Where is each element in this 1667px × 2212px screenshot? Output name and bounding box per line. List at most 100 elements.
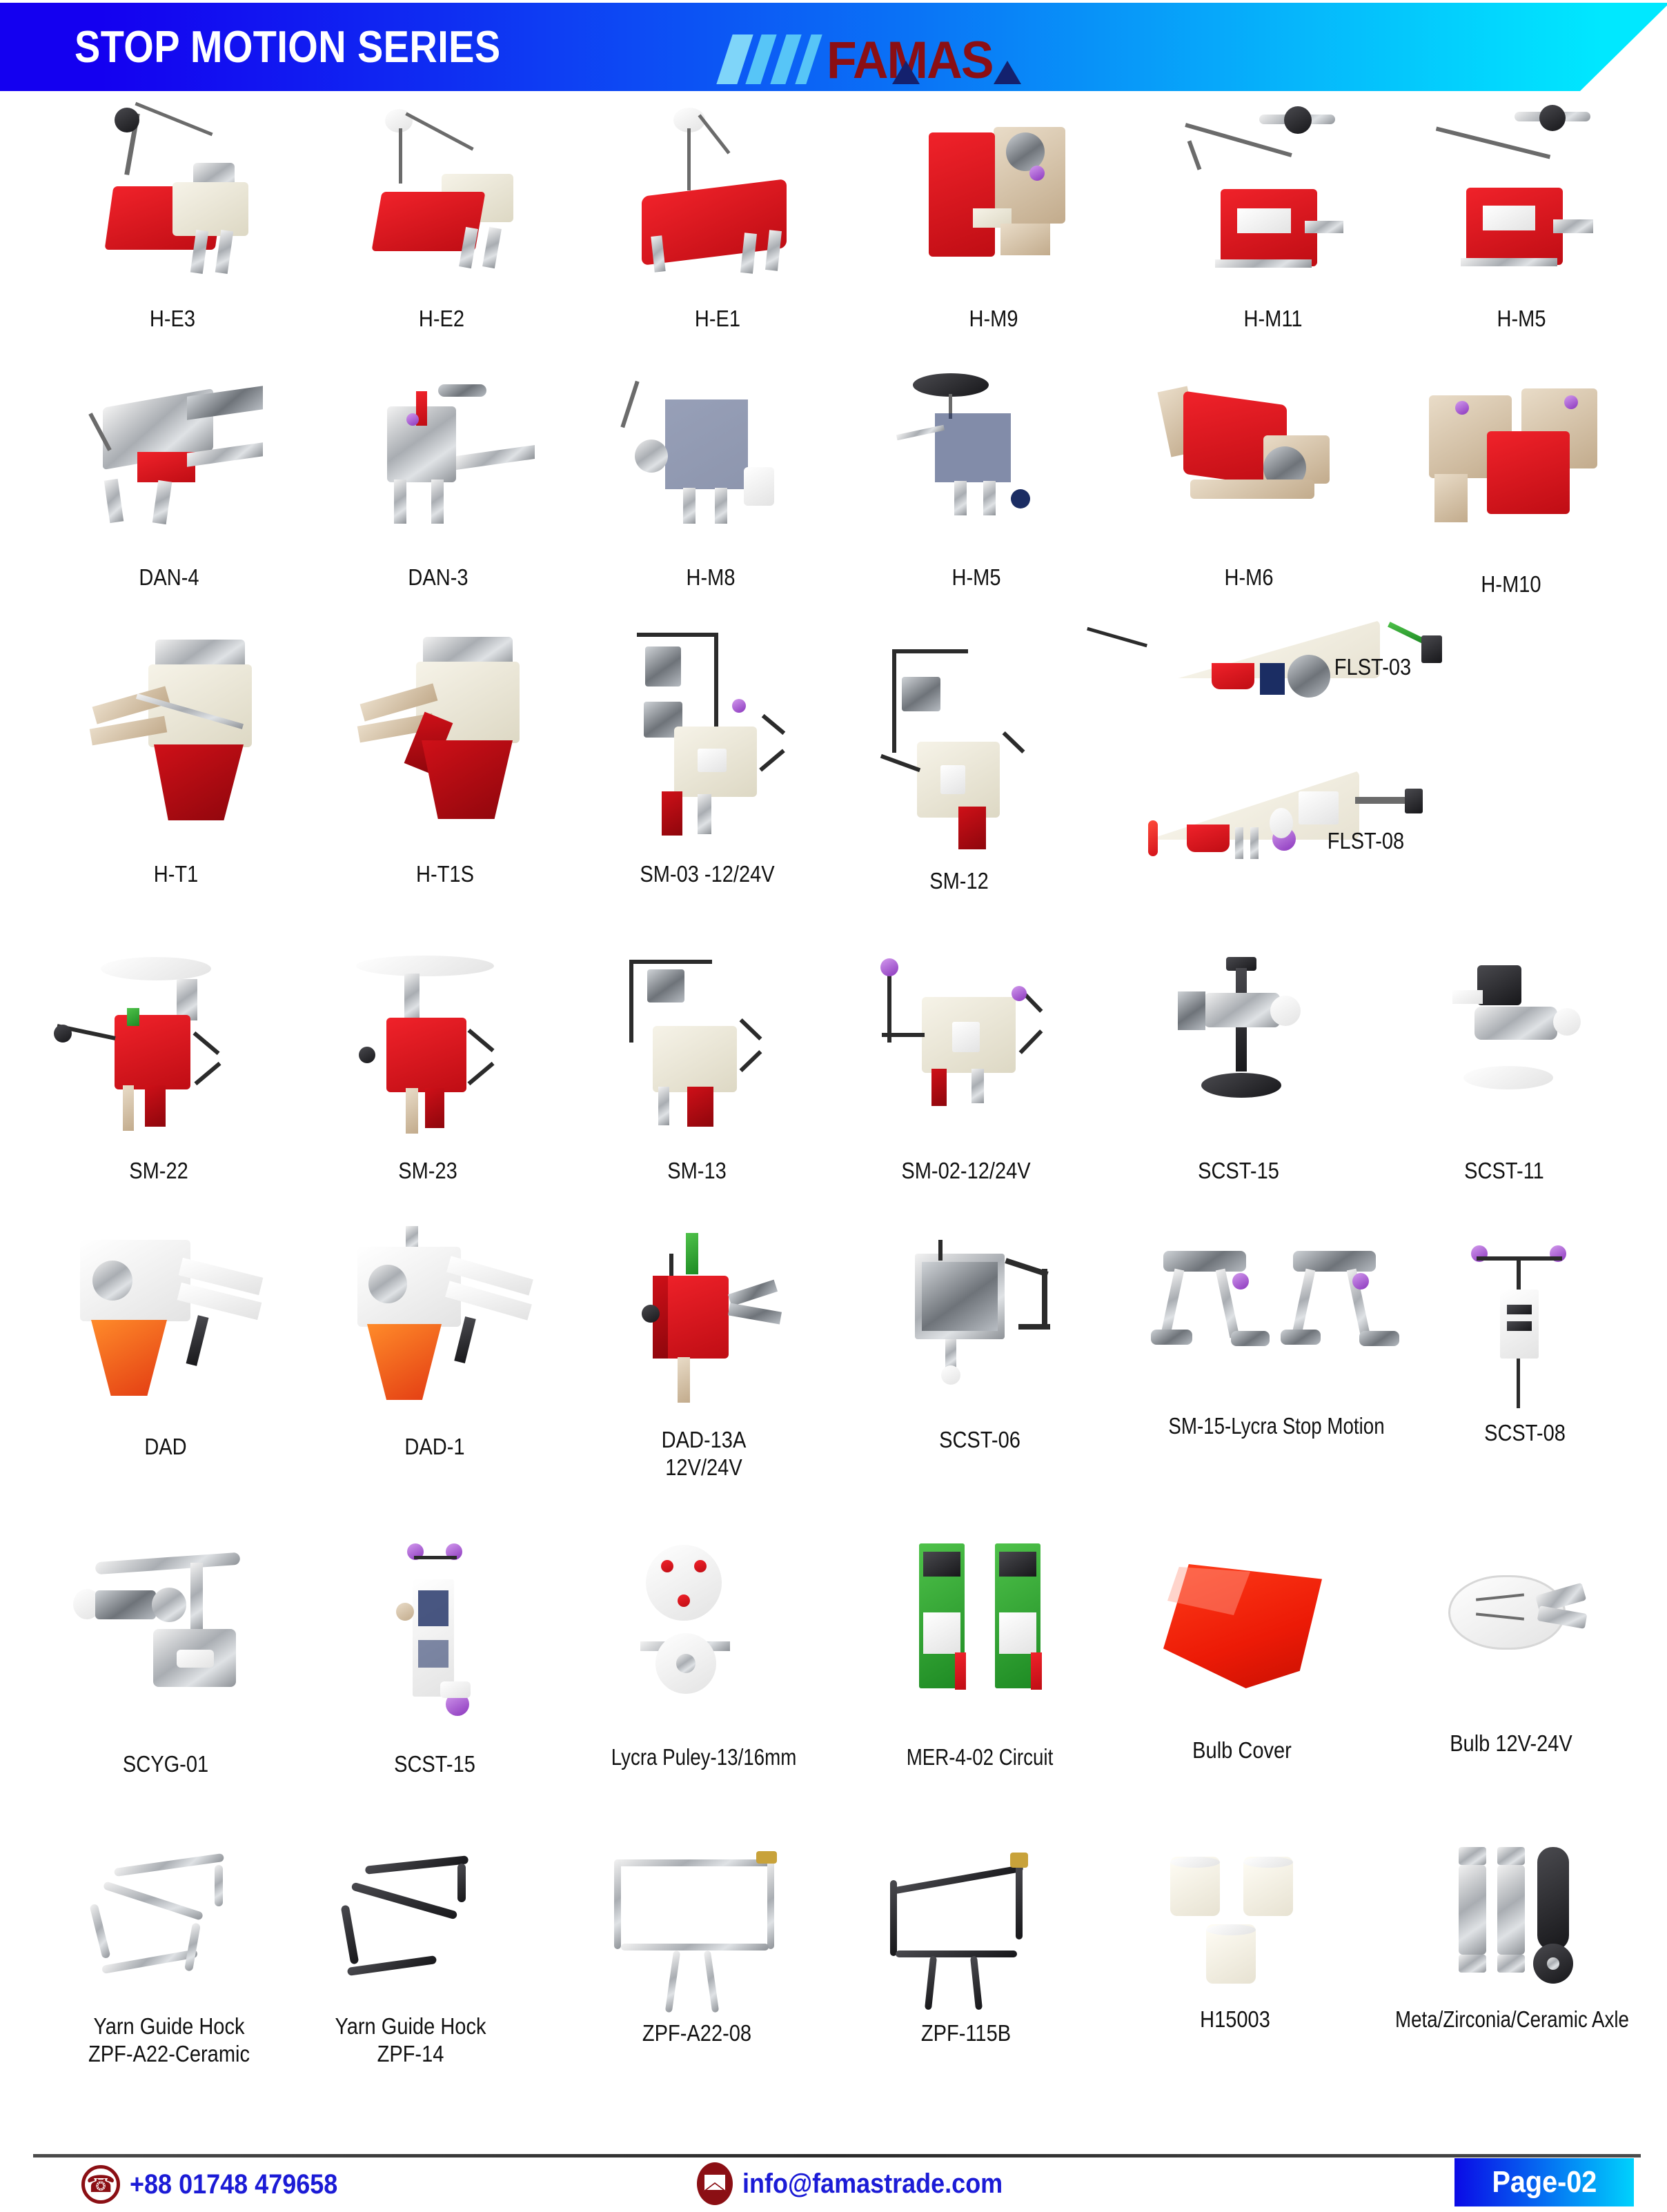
- product-cell[interactable]: H-E2: [338, 105, 545, 333]
- product-cell[interactable]: SM-12: [842, 640, 1076, 895]
- product-cell[interactable]: H-T1: [62, 633, 290, 888]
- product-cell[interactable]: DAD: [48, 1233, 283, 1461]
- product-label: H-T1S: [416, 861, 474, 887]
- famas-logo: FAMAS: [716, 28, 1090, 90]
- product-cell[interactable]: DAD-13A 12V/24V: [586, 1233, 821, 1482]
- product-label: SCST-11: [1464, 1158, 1544, 1183]
- product-label: Meta/Zirconia/Ceramic Axle: [1395, 2006, 1629, 2032]
- product-cell[interactable]: SM-13: [580, 950, 814, 1185]
- logo-triangle-icon: [892, 61, 920, 84]
- product-cell[interactable]: ZPF-A22-08: [573, 1847, 821, 2047]
- product-label: Yarn Guide Hock ZPF-14: [335, 2013, 486, 2067]
- product-label: FLST-03: [1334, 654, 1412, 680]
- product-cell[interactable]: FLST-03: [1076, 612, 1463, 709]
- product-label: H-M6: [1224, 564, 1274, 590]
- product-label: DAD: [144, 1434, 187, 1459]
- product-label: SM-22: [129, 1158, 188, 1183]
- product-cell[interactable]: SM-22: [41, 950, 276, 1185]
- product-label: Lycra Puley-13/16mm: [611, 1744, 797, 1770]
- product-label: SM-15-Lycra Stop Motion: [1168, 1413, 1385, 1439]
- product-label: DAN-3: [408, 564, 468, 590]
- product-row: SCYG-01 SCST-15: [0, 1523, 1667, 1826]
- product-label: H-E2: [418, 306, 465, 331]
- product-cell[interactable]: SCYG-01: [48, 1543, 283, 1778]
- product-cell[interactable]: H-M8: [593, 364, 828, 591]
- product-cell[interactable]: DAN-4: [55, 364, 283, 591]
- product-cell[interactable]: ZPF-115B: [849, 1847, 1083, 2047]
- product-cell[interactable]: H-M9: [890, 105, 1097, 333]
- product-cell[interactable]: H-M5: [862, 364, 1090, 591]
- product-cell[interactable]: H-M10: [1394, 371, 1628, 598]
- footer-email[interactable]: info@famastrade.com: [697, 2162, 1032, 2205]
- product-cell[interactable]: SCST-15: [317, 1537, 552, 1778]
- product-label: SCST-06: [939, 1427, 1020, 1452]
- product-cell[interactable]: H-T1S: [331, 633, 559, 888]
- product-cell[interactable]: SM-03 -12/24V: [583, 626, 831, 888]
- product-cell[interactable]: H-E1: [607, 105, 828, 333]
- product-cell[interactable]: H15003: [1118, 1847, 1352, 2033]
- product-label: ZPF-115B: [920, 2020, 1012, 2046]
- product-row: DAN-4 DAN-3 H-: [0, 350, 1667, 626]
- product-label: SM-13: [667, 1158, 727, 1183]
- product-cell[interactable]: Bulb 12V-24V: [1394, 1530, 1628, 1757]
- product-cell[interactable]: H-M6: [1132, 364, 1366, 591]
- product-cell[interactable]: DAD-1: [317, 1226, 552, 1461]
- product-cell[interactable]: DAN-3: [324, 364, 552, 591]
- product-cell[interactable]: FLST-08: [1076, 764, 1463, 888]
- header-banner: [0, 3, 1667, 91]
- product-cell[interactable]: H-E3: [69, 101, 276, 333]
- product-cell[interactable]: SCST-08: [1421, 1233, 1628, 1447]
- email-address: info@famastrade.com: [742, 2168, 1003, 2199]
- product-cell[interactable]: H-M5: [1408, 105, 1635, 333]
- product-cell[interactable]: SM-02-12/24V: [849, 950, 1083, 1185]
- product-cell[interactable]: SM-15-Lycra Stop Motion: [1132, 1233, 1421, 1440]
- product-label: MER-4-02 Circuit: [906, 1744, 1054, 1770]
- product-grid: H-E3 H-E2 H-E1: [0, 101, 1667, 2116]
- product-row: Yarn Guide Hock ZPF-A22-Ceramic Yarn Gui…: [0, 1826, 1667, 2116]
- product-label: SCST-15: [1198, 1158, 1279, 1183]
- product-label: H-M5: [951, 564, 1001, 590]
- product-label: DAN-4: [139, 564, 199, 590]
- product-label: SCYG-01: [122, 1751, 209, 1777]
- product-cell[interactable]: Meta/Zirconia/Ceramic Axle: [1373, 1840, 1649, 2033]
- product-label: SM-23: [398, 1158, 457, 1183]
- product-cell[interactable]: Bulb Cover: [1125, 1537, 1359, 1764]
- product-label: H-E1: [694, 306, 741, 331]
- product-label: H-T1: [153, 861, 199, 887]
- footer-divider: [33, 2154, 1641, 2157]
- product-cell[interactable]: SCST-06: [862, 1233, 1097, 1454]
- product-row: DAD DAD-1: [0, 1219, 1667, 1523]
- page-title: STOP MOTION SERIES: [75, 21, 501, 72]
- product-cell[interactable]: SCST-15: [1125, 950, 1352, 1185]
- product-cell[interactable]: H-M11: [1159, 105, 1387, 333]
- product-label: Bulb 12V-24V: [1450, 1730, 1572, 1756]
- mail-icon: [697, 2162, 733, 2205]
- logo-stripes-icon: [716, 34, 822, 84]
- product-label: FLST-08: [1327, 828, 1405, 853]
- product-label: Yarn Guide Hock ZPF-A22-Ceramic: [88, 2013, 250, 2067]
- page-number: Page-02: [1492, 2165, 1597, 2199]
- footer-phone[interactable]: +88 01748 479658: [81, 2165, 361, 2204]
- product-label: Bulb Cover: [1192, 1737, 1292, 1763]
- product-label: H-M9: [969, 306, 1018, 331]
- product-row: SM-22 SM-23: [0, 950, 1667, 1219]
- product-cell[interactable]: Yarn Guide Hock ZPF-A22-Ceramic: [55, 1853, 283, 2068]
- page-footer: +88 01748 479658 info@famastrade.com Pag…: [0, 2154, 1667, 2212]
- page-header: STOP MOTION SERIES FAMAS: [0, 0, 1667, 105]
- phone-icon: [81, 2165, 120, 2204]
- product-row: H-T1 H-T1S: [0, 620, 1667, 950]
- product-cell[interactable]: Lycra Puley-13/16mm: [580, 1537, 828, 1771]
- product-label: H-M8: [686, 564, 736, 590]
- product-label: SCST-08: [1484, 1420, 1566, 1445]
- product-cell[interactable]: Yarn Guide Hock ZPF-14: [297, 1854, 524, 2068]
- product-label: H-M5: [1497, 306, 1546, 331]
- product-label: DAD-13A 12V/24V: [661, 1427, 747, 1481]
- product-cell[interactable]: SCST-11: [1387, 950, 1621, 1185]
- product-cell[interactable]: SM-23: [310, 950, 545, 1185]
- product-label: SM-03 -12/24V: [640, 861, 775, 887]
- product-label: H-M10: [1481, 571, 1541, 597]
- product-label: SM-12: [929, 868, 989, 893]
- phone-number: +88 01748 479658: [130, 2169, 338, 2200]
- product-cell[interactable]: MER-4-02 Circuit: [862, 1537, 1097, 1771]
- page-number-badge: Page-02: [1454, 2158, 1634, 2206]
